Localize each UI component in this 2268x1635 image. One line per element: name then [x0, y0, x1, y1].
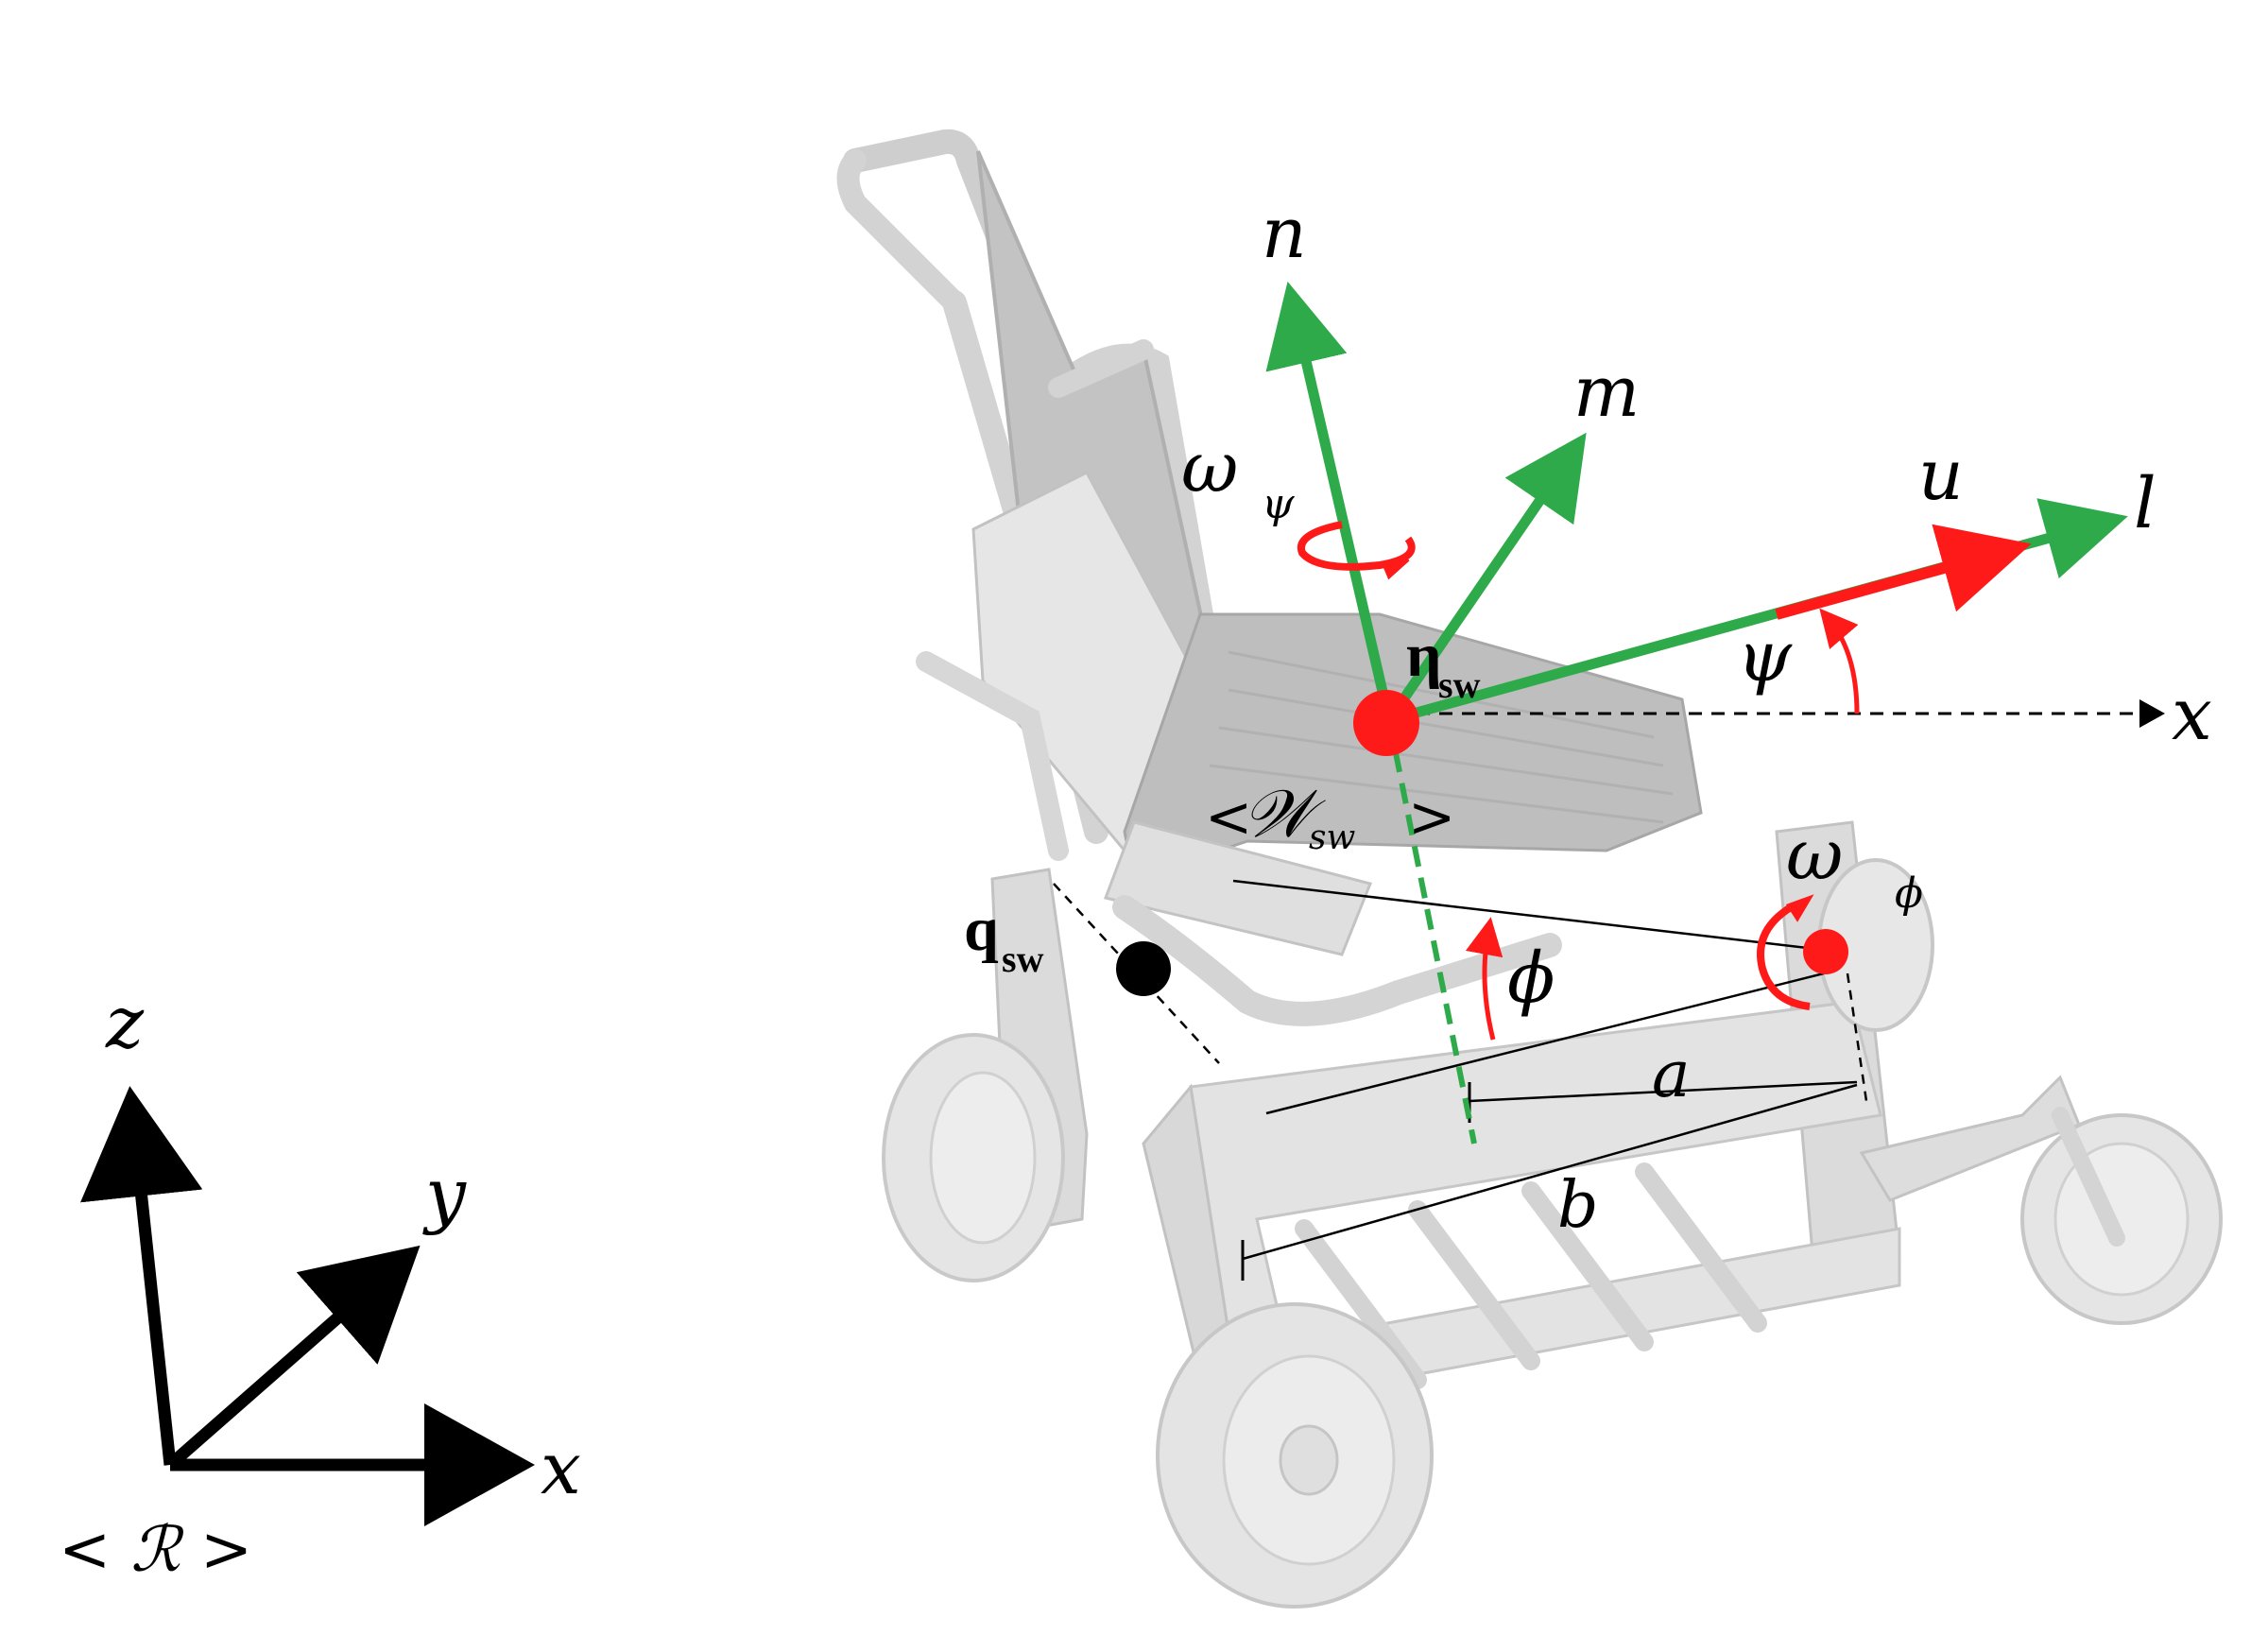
caster-arm — [1859, 1075, 2081, 1202]
ref-axis-z-arrow — [80, 1086, 203, 1466]
right-dashed-vertical — [1846, 972, 1868, 1102]
omega-psi-label: ω — [1181, 427, 1238, 508]
omega-phi-rotation-icon — [1757, 894, 1814, 1010]
axis-l-label: l — [2134, 463, 2156, 544]
ref-frame-label: < ℛ > — [59, 1513, 252, 1586]
push-handle — [843, 129, 1014, 258]
armrest-tube — [1112, 895, 1562, 1026]
eta-sw-label: η — [1406, 621, 1441, 690]
frame-label-close: > — [1408, 784, 1455, 851]
omega-psi-subscript: ψ — [1262, 480, 1295, 528]
axis-n-arrow — [1265, 281, 1395, 722]
ref-axis-x-label: x — [541, 1426, 581, 1510]
axis-m-label: m — [1573, 352, 1640, 433]
omega-phi-label: ω — [1786, 815, 1843, 896]
q-sw-point — [1116, 941, 1171, 996]
ref-axis-z-label: z — [105, 980, 145, 1064]
roll-axis-point — [1803, 929, 1848, 974]
q-sw-label: q — [964, 895, 999, 964]
yaw-angle-label: ψ — [1737, 616, 1793, 697]
ref-axis-y-label: y — [422, 1152, 467, 1236]
eta-sw-point — [1353, 690, 1419, 756]
wheelchair-illustration — [836, 129, 2223, 1609]
roll-angle-label: ϕ — [1507, 938, 1555, 1019]
axis-m-arrow — [1384, 432, 1587, 724]
frame-label-W: 𝒲 — [1243, 775, 1326, 852]
reference-frame-axes — [80, 1086, 535, 1526]
frame-label-sub: sw — [1309, 818, 1355, 857]
dimension-b-label: b — [1557, 1168, 1599, 1243]
frame-label-open: < — [1205, 784, 1252, 851]
vertical-axis-dashed — [1386, 719, 1477, 1144]
roll-angle-arc — [1465, 917, 1503, 1041]
q-sw-subscript: sw — [1002, 938, 1044, 980]
velocity-u-label: u — [1918, 435, 1964, 516]
axis-n-label: n — [1262, 193, 1307, 274]
velocity-u-arrow — [1775, 524, 2032, 620]
omega-phi-subscript: ϕ — [1895, 869, 1923, 918]
geometry-lines — [1053, 879, 1868, 1281]
axle-line — [1265, 972, 1825, 1115]
dimension-a-line — [1469, 1080, 1858, 1103]
global-x-label: x — [2172, 672, 2212, 756]
ref-axis-y-arrow — [165, 1245, 421, 1470]
wheelchair-frame-label: < 𝒲 sw > — [1205, 775, 1455, 857]
dimension-b-line — [1242, 1083, 1858, 1261]
yaw-angle-arc — [1819, 608, 1860, 714]
dimension-a-label: a — [1652, 1038, 1691, 1112]
roll-reference-line — [1232, 879, 1825, 952]
eta-sw-subscript: sw — [1438, 663, 1481, 706]
omega-psi-rotation-icon — [1297, 521, 1416, 580]
